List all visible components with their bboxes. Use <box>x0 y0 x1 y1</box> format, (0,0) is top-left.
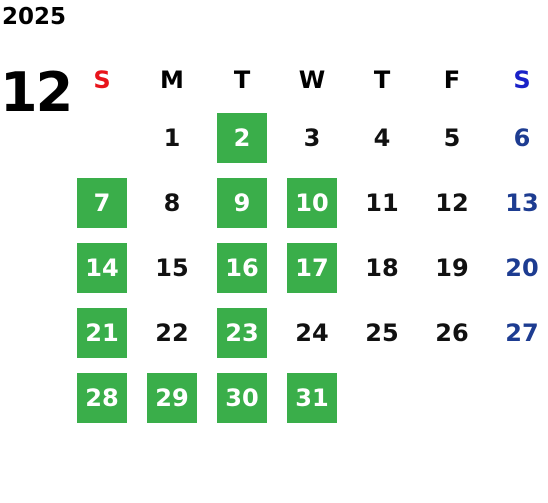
calendar-cell-monday: 29 <box>137 365 207 430</box>
calendar-day-empty <box>357 373 407 423</box>
calendar-day[interactable]: 6 <box>513 123 531 152</box>
calendar-cell-tuesday: 16 <box>207 235 277 300</box>
calendar-cell-friday <box>417 365 487 430</box>
calendar-cell-sunday <box>67 105 137 170</box>
calendar-day[interactable]: 8 <box>163 188 181 217</box>
calendar-day[interactable]: 14 <box>77 242 127 293</box>
calendar-day[interactable]: 16 <box>217 242 267 293</box>
calendar-cell-saturday: 13 <box>487 170 548 235</box>
calendar-day[interactable]: 17 <box>287 242 337 293</box>
calendar-day[interactable]: 28 <box>77 372 127 423</box>
weekday-header-saturday: S <box>513 66 531 94</box>
calendar-cell-tuesday: 30 <box>207 365 277 430</box>
calendar-cell-friday: 19 <box>417 235 487 300</box>
calendar-day[interactable]: 18 <box>365 253 399 282</box>
calendar-day[interactable]: 15 <box>155 253 189 282</box>
calendar-cell-monday: 8 <box>137 170 207 235</box>
calendar-day[interactable]: 24 <box>295 318 329 347</box>
weekday-header-thursday: T <box>373 66 391 94</box>
calendar-cell-monday: 22 <box>137 300 207 365</box>
calendar-cell-thursday: 18 <box>347 235 417 300</box>
calendar-day[interactable]: 31 <box>287 372 337 423</box>
calendar-day[interactable]: 5 <box>443 123 461 152</box>
calendar-day[interactable]: 25 <box>365 318 399 347</box>
year-label: 2025 <box>2 4 67 30</box>
calendar-cell-saturday: 6 <box>487 105 548 170</box>
calendar-cell-thursday <box>347 365 417 430</box>
calendar-day[interactable]: 1 <box>163 123 181 152</box>
calendar-cell-saturday <box>487 365 548 430</box>
weekday-header-tuesday: T <box>233 66 251 94</box>
calendar-cell-thursday: 4 <box>347 105 417 170</box>
calendar-cell-wednesday: 10 <box>277 170 347 235</box>
calendar-day[interactable]: 22 <box>155 318 189 347</box>
calendar-cell-wednesday: 3 <box>277 105 347 170</box>
calendar-day-empty <box>427 373 477 423</box>
calendar-cell-tuesday: 23 <box>207 300 277 365</box>
month-label: 12 <box>0 61 73 124</box>
calendar-day[interactable]: 20 <box>505 253 539 282</box>
calendar-day[interactable]: 29 <box>147 372 197 423</box>
calendar-day[interactable]: 21 <box>77 307 127 358</box>
calendar-day[interactable]: 19 <box>435 253 469 282</box>
calendar-cell-wednesday: 17 <box>277 235 347 300</box>
calendar-day[interactable]: 4 <box>373 123 391 152</box>
calendar-day[interactable]: 7 <box>77 177 127 228</box>
calendar-day[interactable]: 3 <box>303 123 321 152</box>
weekday-header-friday: F <box>443 66 461 94</box>
weekday-header-wednesday: W <box>298 66 326 94</box>
calendar-cell-tuesday: 9 <box>207 170 277 235</box>
calendar-cell-sunday: 21 <box>67 300 137 365</box>
calendar-day[interactable]: 13 <box>505 188 539 217</box>
calendar-day-empty <box>77 113 127 163</box>
weekday-header-monday: M <box>160 66 184 94</box>
calendar-cell-tuesday: 2 <box>207 105 277 170</box>
calendar-cell-sunday: 28 <box>67 365 137 430</box>
calendar-day[interactable]: 11 <box>365 188 399 217</box>
calendar-day[interactable]: 12 <box>435 188 469 217</box>
calendar-day[interactable]: 30 <box>217 372 267 423</box>
calendar-cell-wednesday: 31 <box>277 365 347 430</box>
calendar-day[interactable]: 9 <box>217 177 267 228</box>
calendar-day[interactable]: 26 <box>435 318 469 347</box>
calendar-cell-thursday: 25 <box>347 300 417 365</box>
calendar-cell-thursday: 11 <box>347 170 417 235</box>
calendar-day[interactable]: 23 <box>217 307 267 358</box>
calendar-cell-saturday: 20 <box>487 235 548 300</box>
calendar-cell-sunday: 14 <box>67 235 137 300</box>
calendar-cell-friday: 12 <box>417 170 487 235</box>
calendar-cell-sunday: 7 <box>67 170 137 235</box>
calendar-cell-friday: 5 <box>417 105 487 170</box>
calendar-day[interactable]: 2 <box>217 112 267 163</box>
calendar-cell-monday: 15 <box>137 235 207 300</box>
calendar-day[interactable]: 27 <box>505 318 539 347</box>
calendar-day[interactable]: 10 <box>287 177 337 228</box>
weekday-header-sunday: S <box>93 66 111 94</box>
calendar-cell-saturday: 27 <box>487 300 548 365</box>
calendar-cell-monday: 1 <box>137 105 207 170</box>
calendar-cell-wednesday: 24 <box>277 300 347 365</box>
calendar-cell-friday: 26 <box>417 300 487 365</box>
calendar-day-empty <box>497 373 547 423</box>
